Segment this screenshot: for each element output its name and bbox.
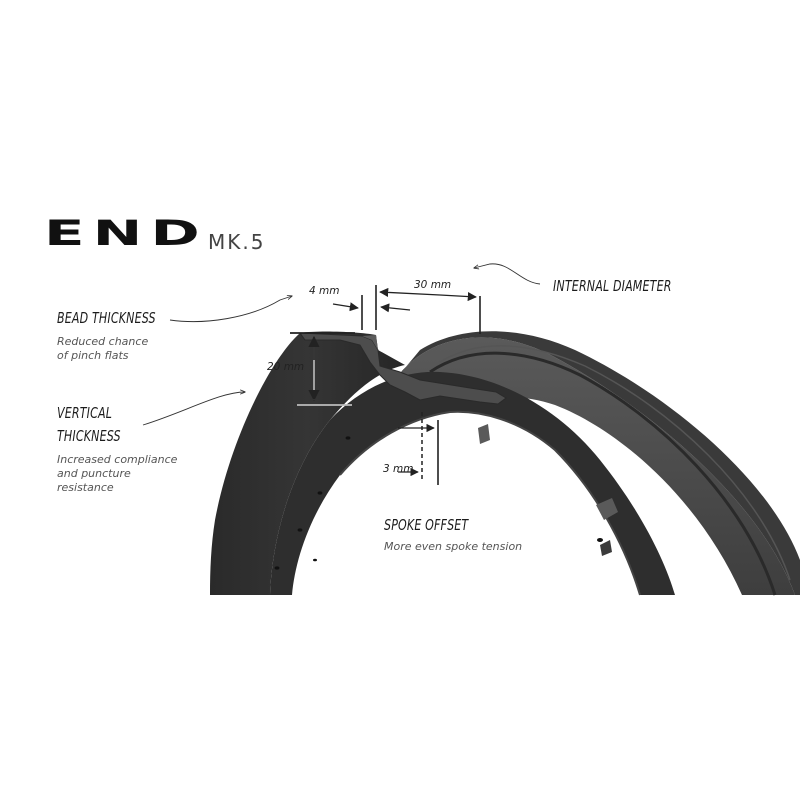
rim-hole [297, 528, 303, 532]
internal-dimension-label: 30 mm [414, 279, 452, 291]
bead-thickness-title: BEAD THICKNESS [57, 309, 156, 327]
rim-profile-section [298, 332, 507, 405]
vertical-leader [142, 392, 245, 426]
rim-hole [313, 558, 317, 562]
rim-hole [317, 491, 323, 495]
bead-leader [169, 296, 292, 322]
internal-dim-arrow [379, 287, 441, 297]
rim-bead-hook [362, 335, 378, 350]
internal-leader [474, 263, 541, 285]
spoke-offset-title: SPOKE OFFSET [384, 516, 469, 534]
brand-name: END [44, 214, 208, 254]
rim-far-wall [395, 337, 795, 595]
bead-dim-arrow [332, 302, 359, 312]
brand-model: MK.5 [208, 230, 266, 254]
spoke-offset-description: More even spoke tension [384, 540, 523, 553]
rim-tab-small [600, 540, 612, 556]
rim-hole [597, 538, 603, 542]
rim-tab [478, 424, 490, 444]
rim-tab [596, 498, 618, 520]
internal-diameter-title: INTERNAL DIAMETER [553, 277, 672, 295]
rim-hole [345, 436, 351, 440]
rim-hole [274, 566, 280, 570]
rim-holes [274, 436, 603, 570]
internal-dim-arrow-2 [439, 292, 477, 302]
bead-thickness-description: Reduced chance of pinch flats [57, 335, 149, 362]
bead-dimension-label: 4 mm [309, 285, 340, 297]
rim-groove-line-2 [439, 345, 791, 581]
vertical-dimension-label: 20 mm [267, 361, 305, 373]
vertical-thickness-description: Increased compliance and puncture resist… [57, 453, 178, 494]
rim-groove-line [429, 351, 777, 596]
bead-dim-arrow-2 [380, 303, 411, 313]
vertical-thickness-title: VERTICAL THICKNESS [57, 404, 121, 445]
rim-inner-arc [270, 371, 675, 595]
rim-near-face [210, 331, 405, 595]
rim-far-band [395, 331, 800, 595]
rim-inner-highlight [339, 410, 641, 596]
offset-dimension-label: 3 mm [383, 463, 414, 475]
